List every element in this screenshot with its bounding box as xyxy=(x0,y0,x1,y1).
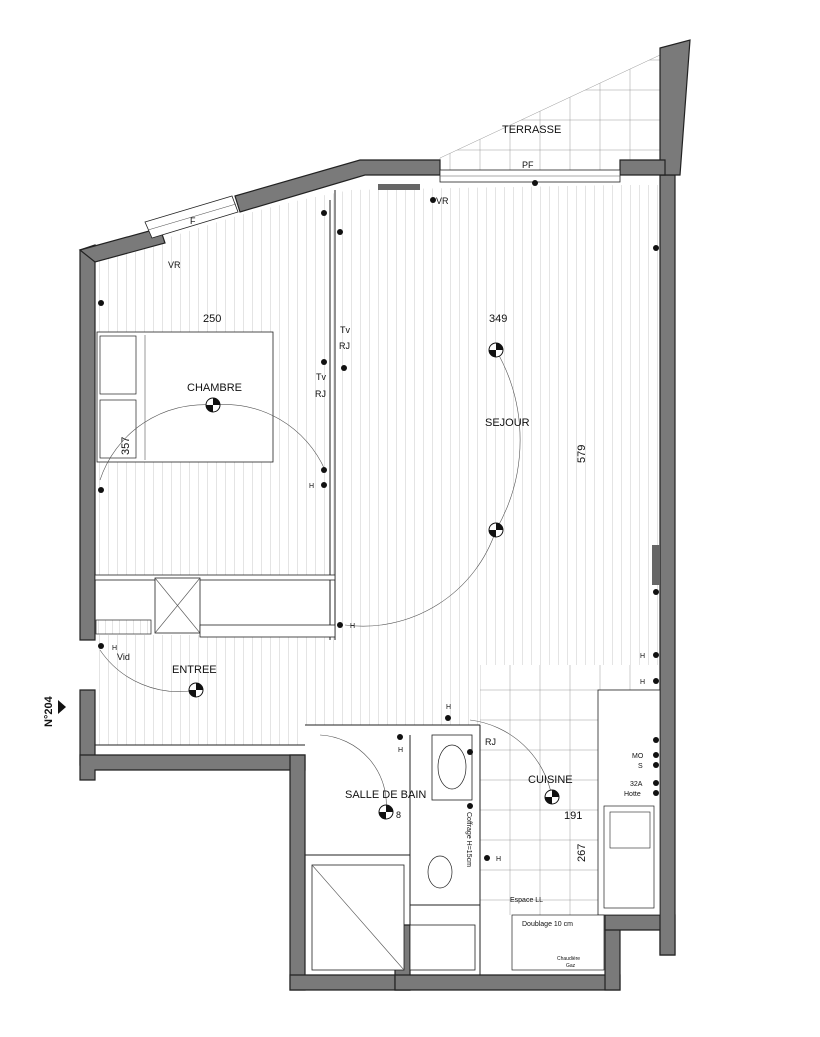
label-rj-1: RJ xyxy=(339,341,350,351)
label-sejour: SEJOUR xyxy=(485,417,530,429)
label-tv-2: Tv xyxy=(316,372,326,382)
dim-sejour-width: 349 xyxy=(489,313,507,325)
label-rj-2: RJ xyxy=(315,389,326,399)
dim-chambre-depth: 357 xyxy=(120,437,132,455)
kitchen-counter xyxy=(597,545,661,916)
label-window-pf: PF xyxy=(522,160,534,170)
label-cuisine: CUISINE xyxy=(528,774,573,786)
label-h-k1: H xyxy=(640,653,645,660)
bed xyxy=(96,331,274,463)
label-h-sdb: H xyxy=(398,747,403,754)
label-doublage: Doublage 10 cm xyxy=(522,921,573,928)
label-chambre: CHAMBRE xyxy=(187,382,242,394)
label-hotte: Hotte xyxy=(624,791,641,798)
label-chaudiere-1: Chaudière xyxy=(557,956,580,962)
bathroom-fixtures xyxy=(311,734,605,971)
label-tv: Tv xyxy=(340,325,350,335)
label-terrasse: TERRASSE xyxy=(502,124,561,136)
label-h-kitchen: H xyxy=(496,856,501,863)
exterior-walls xyxy=(78,39,691,991)
label-vid: Vid xyxy=(117,652,130,662)
label-h-k2: H xyxy=(640,679,645,686)
label-32a: 32A xyxy=(630,781,643,788)
dim-sejour-depth: 579 xyxy=(576,445,588,463)
label-h-sejour: H xyxy=(350,623,355,630)
label-rj-3: RJ xyxy=(485,737,496,747)
interior-walls xyxy=(94,190,481,975)
label-h-chambre: H xyxy=(309,483,314,490)
window-bedroom xyxy=(144,195,239,239)
window-living xyxy=(378,169,621,190)
label-vr-bedroom: VR xyxy=(168,260,181,270)
dim-cuisine-width: 191 xyxy=(564,810,582,822)
label-mo: MO xyxy=(632,753,644,760)
label-sdb-8: 8 xyxy=(396,810,401,820)
label-espace-ll: Espace LL xyxy=(510,897,543,904)
label-h-entree: H xyxy=(112,645,117,652)
label-salle-de-bain: SALLE DE BAIN xyxy=(345,789,426,801)
label-chaudiere-2: Gaz xyxy=(566,963,576,969)
dim-cuisine-depth: 267 xyxy=(576,844,588,862)
label-vr-living: VR xyxy=(436,196,449,206)
door-swings xyxy=(99,349,553,813)
dim-chambre-width: 250 xyxy=(203,313,221,325)
terrace-area xyxy=(439,47,676,176)
unit-number: N°204 xyxy=(43,695,55,727)
label-entree: ENTREE xyxy=(172,664,217,676)
label-s: S xyxy=(638,763,643,770)
label-window-f: F xyxy=(190,216,196,226)
entrance-arrow-icon xyxy=(58,700,66,714)
label-h-hall: H xyxy=(446,704,451,711)
label-coffrage: Coffrage H=15cm xyxy=(465,812,472,867)
ceiling-lights xyxy=(188,342,560,820)
electrical-outlets xyxy=(98,180,659,861)
